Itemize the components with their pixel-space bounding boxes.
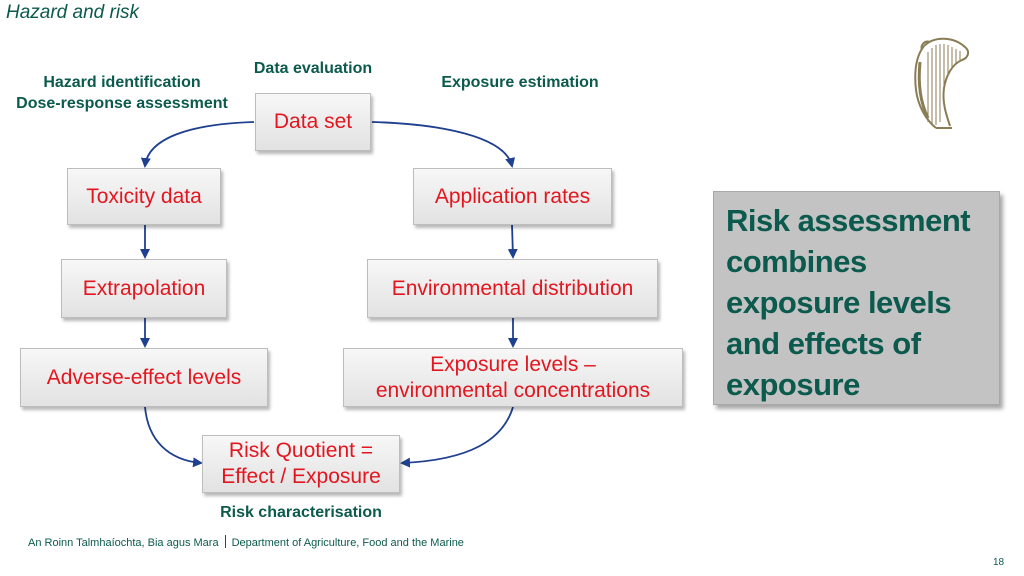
exposure-estimation-label: Exposure estimation <box>441 74 599 91</box>
risk-assessment-callout: Risk assessment combines exposure levels… <box>713 191 1000 405</box>
box-exposure-levels-line2: environmental concentrations <box>375 378 651 402</box>
box-risk-quotient-line1: Risk Quotient = <box>228 439 374 462</box>
box-risk-quotient: Risk Quotient = Effect / Exposure <box>202 435 400 493</box>
slide-title: Hazard and risk <box>6 2 140 23</box>
footer-separator <box>224 535 226 548</box>
box-toxicity-data: Toxicity data <box>67 168 221 225</box>
hazard-identification-text: Hazard identification <box>43 74 201 91</box>
callout-line-2: combines <box>726 244 867 279</box>
arrow-application-to-distribution <box>507 224 518 259</box>
box-application-rates: Application rates <box>413 168 612 225</box>
callout-line-1: Risk assessment <box>726 203 971 238</box>
data-evaluation-label: Data evaluation <box>253 60 373 77</box>
box-exposure-levels: Exposure levels – environmental concentr… <box>343 348 683 407</box>
footer: An Roinn Talmhaíochta, Bia agus Mara Depa… <box>28 535 464 549</box>
dose-response-text: Dose-response assessment <box>16 95 228 112</box>
callout-line-4: and effects of <box>726 326 921 361</box>
page-number: 18 <box>993 557 1005 568</box>
arrow-exposure-to-riskquotient <box>400 406 514 468</box>
box-extrapolation-label: Extrapolation <box>82 276 206 300</box>
box-environmental-distribution-label: Environmental distribution <box>391 276 634 300</box>
footer-english: Department of Agriculture, Food and the … <box>231 537 464 549</box>
arrow-dataset-to-application <box>371 121 516 168</box>
callout-line-3: exposure levels <box>726 285 952 320</box>
box-data-set-label: Data set <box>273 110 353 133</box>
hazard-identification-label: Hazard identification Dose-response asse… <box>4 72 240 114</box>
risk-characterisation-label: Risk characterisation <box>220 504 382 521</box>
footer-irish: An Roinn Talmhaíochta, Bia agus Mara <box>28 537 219 549</box>
box-risk-quotient-line2: Effect / Exposure <box>221 465 381 488</box>
callout-line-5: exposure <box>726 367 860 402</box>
box-environmental-distribution: Environmental distribution <box>367 259 658 318</box>
box-application-rates-label: Application rates <box>434 184 591 208</box>
box-data-set: Data set <box>255 93 371 151</box>
box-exposure-levels-line1: Exposure levels – <box>430 352 596 376</box>
box-toxicity-data-label: Toxicity data <box>86 184 202 208</box>
harp-icon <box>914 37 970 129</box>
arrow-adverse-to-riskquotient <box>144 406 203 468</box>
box-extrapolation: Extrapolation <box>61 259 227 318</box>
arrow-dataset-to-toxicity <box>140 121 255 168</box>
box-adverse-effect-levels-label: Adverse-effect levels <box>46 365 242 389</box>
box-adverse-effect-levels: Adverse-effect levels <box>20 348 268 407</box>
